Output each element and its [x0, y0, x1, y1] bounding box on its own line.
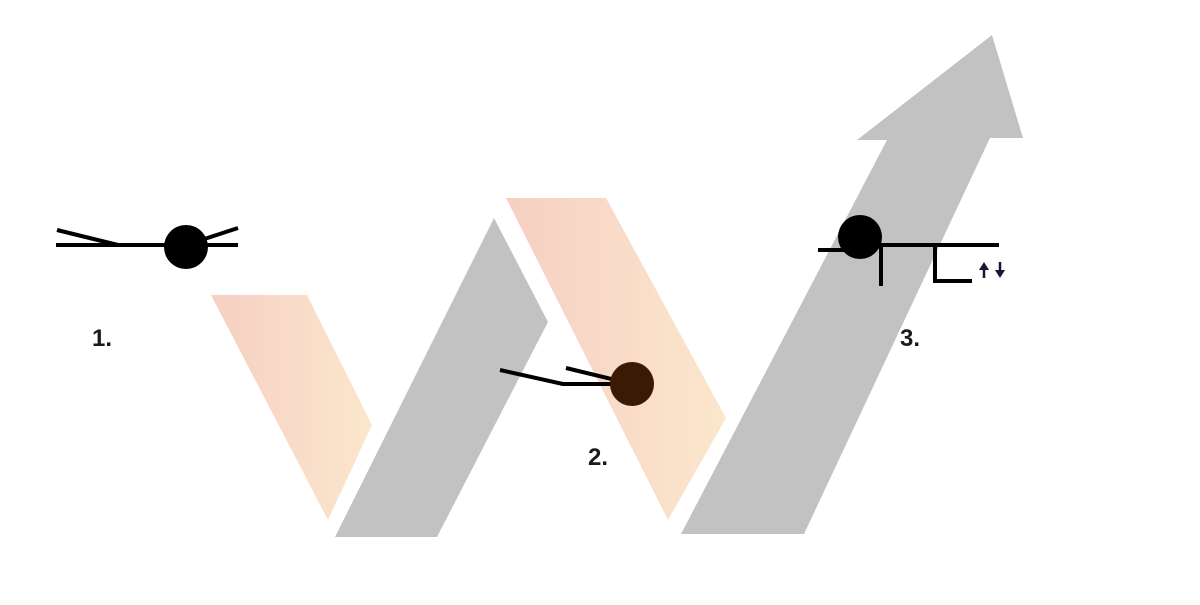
step-1-dot	[164, 225, 208, 269]
gray-band-final-arrow	[681, 35, 1023, 534]
step-2-dot	[610, 362, 654, 406]
peach-band-1	[211, 295, 372, 520]
step-3-label: 3.	[900, 325, 921, 352]
up-down-arrows-icon	[979, 262, 1005, 278]
gray-band-1	[335, 218, 548, 537]
step-1-symbol	[56, 225, 239, 269]
step-2-symbol	[499, 362, 654, 406]
step-3-dot	[838, 215, 882, 259]
peach-band-2	[506, 198, 726, 520]
step-2-label: 2.	[588, 444, 609, 471]
step-1-label: 1.	[92, 325, 113, 352]
step-3-symbol	[818, 215, 1005, 286]
